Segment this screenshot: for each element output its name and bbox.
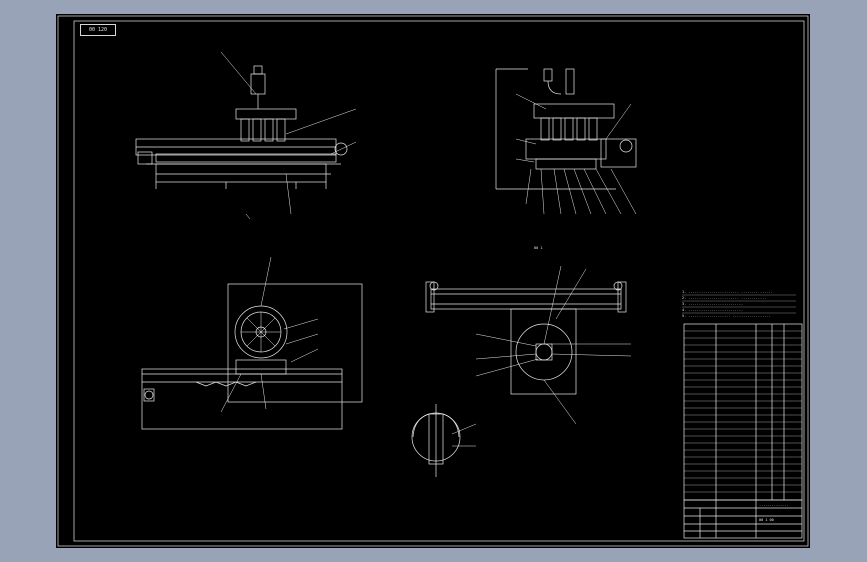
title-block-title: .............. [759,503,789,507]
star-wheel-view [141,256,363,430]
note-line: 5. .................... ................… [682,314,771,318]
note-line: 2. ........................ ............ [682,296,767,300]
note-line: 4. .......................... [682,308,744,312]
title-block-drawing-number: 00 1 00 [759,518,774,522]
sheet-number-tag: 00 120 [80,24,116,36]
conveyor-cam-view [425,265,632,425]
section-detail-view [411,404,477,477]
inner-border [73,20,805,542]
note-line: 3. .......................... [682,302,744,306]
drawing-sheet: 00 120 00 1 1. ........................ … [56,14,810,548]
title-block [683,499,803,539]
side-elevation-view [495,68,637,215]
note-line: 1. ........................ ........ ...… [682,290,773,294]
notes-block [682,294,796,314]
front-elevation-view [135,51,357,220]
cad-drawing [57,15,809,547]
outer-border [57,15,809,547]
detail-view-label: 00 1 [534,246,543,250]
parts-list-table [683,323,803,501]
